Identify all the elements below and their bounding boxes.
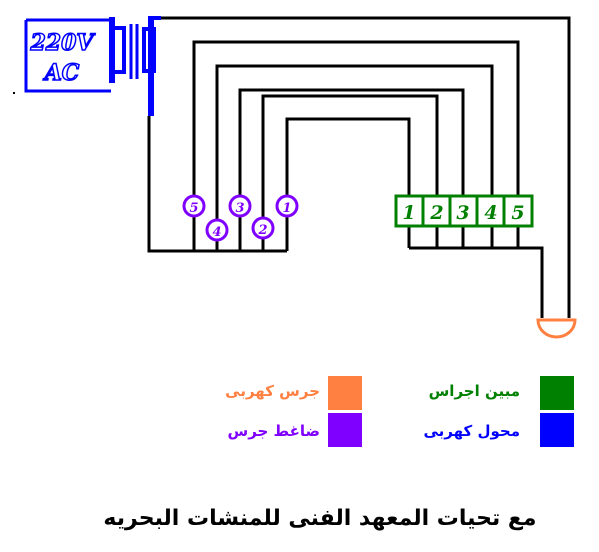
legend-swatch-indicator [540,376,574,410]
transformer-symbol [109,16,161,116]
bell-icon [536,318,577,339]
push-button-4: 4 [205,218,229,242]
wire-switch-1 [285,117,411,251]
wire-switch-4 [215,64,494,251]
power-source-box [24,18,111,93]
wire-bell-return [161,16,571,318]
push-button-2: 2 [251,216,275,240]
indicator-cell-2: 2 [429,202,443,224]
footer-credit: مع تحيات المعهد الفنى للمنشات البحريه [103,506,537,531]
wire-switch-5 [192,40,520,251]
legend-label-push-button: ضاغط جرس [227,422,321,440]
indicator-cell-5: 5 [511,202,524,224]
legend-label-transformer: محول كهربى [423,422,520,440]
push-button-3-label: 3 [235,201,244,216]
legend-label-bell: جرس كهربى [225,382,320,400]
push-button-5: 5 [182,194,206,218]
push-button-1: 1 [275,194,299,218]
legend-swatch-bell [328,376,362,410]
bell-indicator-panel: 1 2 3 4 5 [394,194,534,228]
indicator-cell-3: 3 [456,202,469,224]
power-ac-label: AC [43,60,80,86]
wire-switch-3 [238,88,465,251]
push-button-3: 3 [228,194,252,218]
stray-dot [13,92,15,94]
indicator-cell-4: 4 [484,202,497,224]
push-button-5-label: 5 [189,201,198,216]
wire-indicator-bus [409,246,544,318]
legend-label-indicator: مبين اجراس [428,382,520,400]
wire-switch-2 [261,94,439,251]
legend-swatch-push-button [328,413,362,447]
push-button-4-label: 4 [212,225,221,240]
power-voltage-label: 220V [30,30,96,56]
push-button-2-label: 2 [257,223,267,238]
indicator-cell-1: 1 [402,202,415,224]
push-buttons: 5 4 3 2 1 [182,194,299,242]
push-button-1-label: 1 [282,201,291,216]
legend-swatch-transformer [540,413,574,447]
wiring [147,16,571,318]
